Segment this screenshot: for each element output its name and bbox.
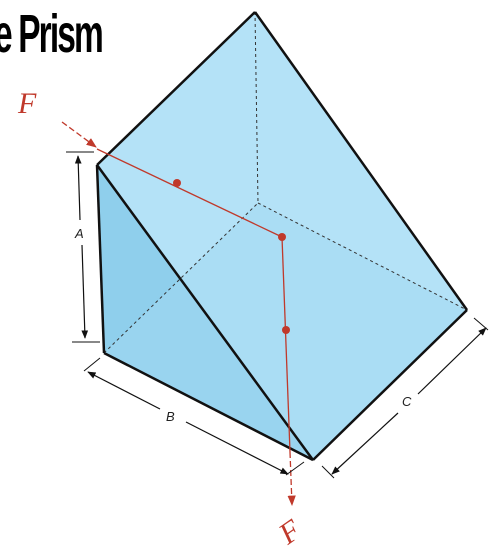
dimension-a-label: A — [74, 226, 84, 241]
hidden-edge-vertical — [254, 11, 259, 204]
dimension-c-line-lower — [331, 412, 399, 475]
ray-inside-vertical — [281, 236, 291, 453]
dimension-a-line-top — [74, 155, 82, 221]
dimension-c: C — [321, 317, 489, 479]
ray-point-entry — [173, 179, 181, 187]
ray-incoming — [61, 121, 97, 148]
edge-ridge — [253, 11, 469, 311]
edge-hypotenuse — [95, 164, 315, 461]
force-out-label: F — [272, 513, 307, 550]
edge-top-left — [96, 11, 256, 166]
dimension-b-line-right — [185, 421, 289, 475]
edge-front-bottom — [103, 351, 314, 462]
dimension-b-line-left — [87, 371, 161, 410]
edge-bottom-right — [312, 309, 468, 461]
ray-outgoing — [287, 451, 296, 507]
ray-point-reflection — [278, 233, 286, 241]
dimension-c-label: C — [402, 394, 412, 409]
light-ray — [61, 121, 296, 507]
dimension-b: B — [83, 357, 305, 476]
ray-inside-horizontal — [96, 148, 283, 238]
dimension-b-label: B — [166, 409, 175, 424]
dimension-a-line-bottom — [81, 244, 89, 339]
ray-point-exit — [282, 326, 290, 334]
dimension-a: A — [66, 151, 100, 343]
edge-front-vertical — [95, 164, 106, 354]
force-in-label: F — [17, 87, 37, 120]
diagram-title: e Prism — [0, 4, 104, 64]
dimension-c-line-upper — [417, 327, 487, 395]
